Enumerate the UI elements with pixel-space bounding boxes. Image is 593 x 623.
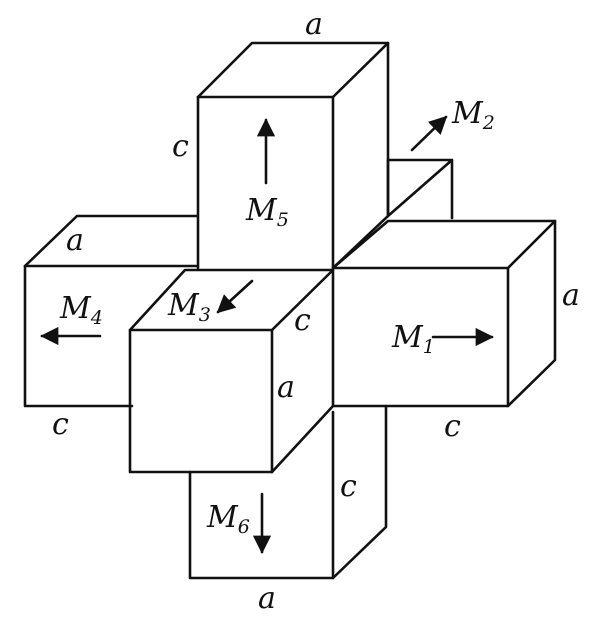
label-m1: M1 xyxy=(391,320,435,358)
back-block xyxy=(386,158,454,220)
left-block xyxy=(23,214,198,408)
label-upper-c: c xyxy=(172,129,189,164)
bottom-block xyxy=(188,404,388,580)
label-center-c: c xyxy=(294,303,311,338)
front-block xyxy=(128,268,335,474)
right-block xyxy=(331,219,557,408)
label-center-a: a xyxy=(277,370,295,405)
label-m3: M3 xyxy=(167,288,211,326)
label-m5: M5 xyxy=(245,193,289,231)
label-left-bottom-c: c xyxy=(52,407,69,442)
label-right-bottom-c: c xyxy=(444,409,461,444)
label-left-a: a xyxy=(66,223,84,258)
m3-arrow xyxy=(216,279,254,314)
label-lower-c: c xyxy=(340,469,357,504)
m2-arrow xyxy=(410,115,448,152)
label-m2: M2 xyxy=(451,96,495,134)
label-m6: M6 xyxy=(206,500,250,538)
label-m4: M4 xyxy=(59,291,103,329)
label-bottom-a: a xyxy=(258,581,276,616)
label-right-a: a xyxy=(562,278,580,313)
top-block xyxy=(196,41,390,270)
label-top-a: a xyxy=(305,7,323,42)
